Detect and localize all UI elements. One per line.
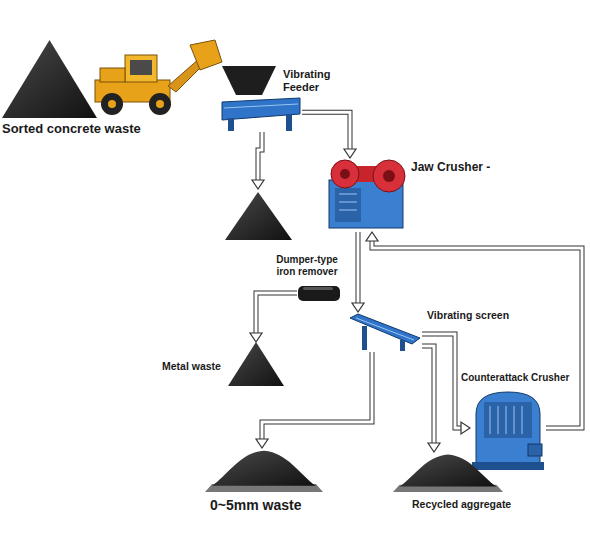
equipment-label: Vibrating screen bbox=[427, 309, 509, 322]
equipment-shape bbox=[393, 452, 503, 492]
equipment-node: Vibrating screen bbox=[348, 312, 422, 352]
flow-arrow bbox=[422, 346, 440, 452]
equipment-label: Vibrating Feeder bbox=[283, 68, 345, 94]
flow-arrow bbox=[250, 293, 297, 342]
flow-arrow bbox=[352, 232, 364, 312]
flow-arrow bbox=[302, 112, 356, 158]
equipment-label: Metal waste bbox=[162, 360, 221, 373]
equipment-shape bbox=[325, 158, 407, 232]
equipment-shape bbox=[348, 312, 422, 352]
equipment-label: Counterattack Crusher bbox=[461, 372, 569, 384]
equipment-node: Metal waste bbox=[228, 342, 284, 386]
flow-arrow bbox=[256, 352, 372, 448]
equipment-shape bbox=[297, 283, 341, 303]
equipment-node: Dumper-type iron remover bbox=[297, 283, 341, 303]
equipment-node: 0~5mm waste bbox=[205, 448, 323, 492]
wheel-loader bbox=[95, 40, 222, 115]
equipment-label: Dumper-type iron remover bbox=[266, 254, 348, 278]
equipment-shape bbox=[205, 448, 323, 492]
equipment-node: Jaw Crusher - bbox=[325, 158, 407, 232]
equipment-shape bbox=[2, 40, 97, 118]
equipment-node: Recycled aggregate bbox=[393, 452, 503, 492]
equipment-shape bbox=[228, 342, 284, 386]
reject-pile bbox=[225, 132, 292, 240]
flow-arrow bbox=[422, 334, 470, 434]
equipment-node: Sorted concrete waste bbox=[2, 40, 97, 118]
equipment-label: Jaw Crusher - bbox=[411, 160, 490, 174]
equipment-shape bbox=[470, 388, 546, 472]
equipment-node: Vibrating Feeder bbox=[220, 96, 302, 132]
equipment-node: Counterattack Crusher bbox=[470, 388, 546, 472]
equipment-label: 0~5mm waste bbox=[210, 497, 301, 514]
equipment-label: Recycled aggregate bbox=[412, 498, 511, 511]
hopper-pile bbox=[222, 66, 276, 95]
equipment-label: Sorted concrete waste bbox=[2, 121, 141, 137]
equipment-shape bbox=[220, 96, 302, 132]
